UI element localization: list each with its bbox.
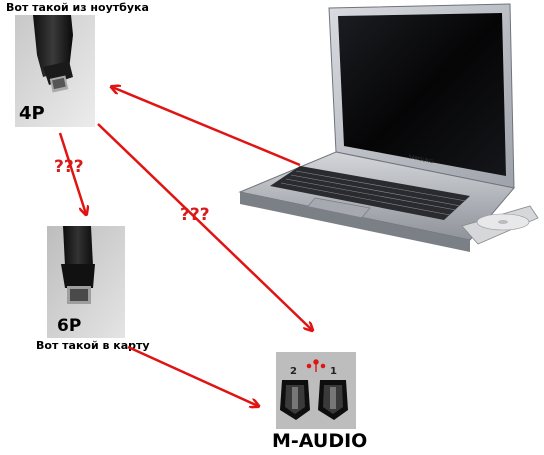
port-number-1: 1 [330, 366, 337, 377]
plug-6p-image [47, 226, 125, 338]
m-audio-brand: M-AUDIO [272, 430, 368, 452]
port-panel-image: 2 1 [276, 352, 356, 429]
question-marks-left: ??? [54, 157, 84, 177]
caption-from-laptop: Вот такой из ноутбука [6, 1, 149, 14]
arrow-6p-to-port [127, 345, 258, 406]
port-number-2: 2 [290, 366, 297, 377]
plug-6p-photo: 6P [47, 226, 125, 338]
plug-4p-label: 4P [19, 103, 45, 124]
plug-6p-label: 6P [57, 316, 82, 336]
arrow-4p-to-6p [58, 132, 86, 214]
firewire-port-1 [318, 380, 348, 420]
arrow-laptop-to-4p [112, 87, 301, 167]
plug-4p-image [15, 15, 95, 127]
caption-to-card: Вот такой в карту [36, 339, 150, 352]
firewire-icon [306, 359, 326, 372]
m-audio-port-panel: 2 1 [276, 352, 356, 429]
arrow-4p-to-m-audio [97, 123, 312, 330]
plug-4p-photo: 4P [15, 15, 95, 127]
laptop-brand: SAMSUNG [408, 154, 434, 165]
firewire-port-2 [280, 380, 310, 420]
